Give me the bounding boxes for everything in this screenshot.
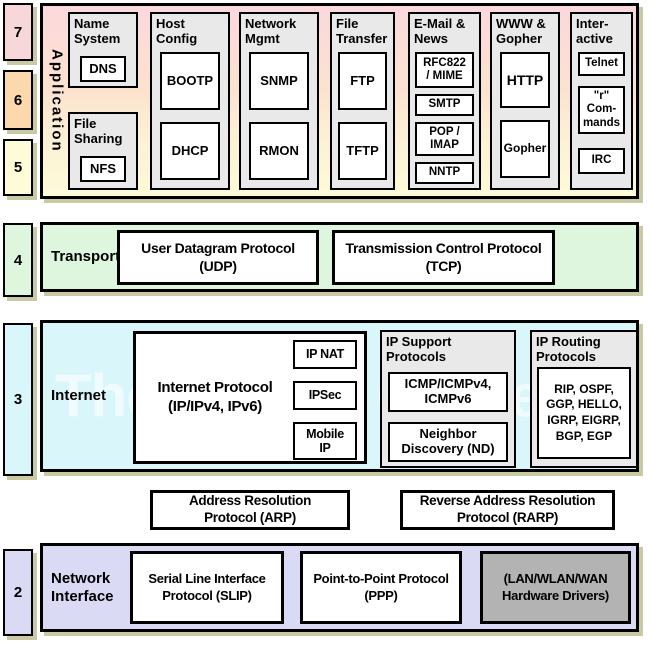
application-layer-band: Application Name System DNS File Sharing… bbox=[40, 3, 639, 199]
protocol-telnet: Telnet bbox=[578, 52, 625, 76]
protocol-tcp: Transmission Control Protocol (TCP) bbox=[332, 230, 555, 285]
protocol-ipsec: IPSec bbox=[293, 381, 357, 410]
group-interactive-title: Inter- active bbox=[576, 16, 613, 46]
internet-layer-label: Internet bbox=[51, 387, 107, 405]
protocol-bootp: BOOTP bbox=[160, 52, 220, 110]
protocol-ip-nat: IP NAT bbox=[293, 340, 357, 369]
protocol-dhcp: DHCP bbox=[160, 122, 220, 180]
group-file-sharing: File Sharing NFS bbox=[68, 112, 138, 190]
protocol-ftp: FTP bbox=[338, 52, 387, 110]
group-network-mgmt-title: Network Mgmt bbox=[245, 16, 297, 46]
group-name-system: Name System DNS bbox=[68, 12, 138, 88]
protocol-routing-list: RIP, OSPF, GGP, HELLO, IGRP, EIGRP, BGP,… bbox=[537, 367, 631, 459]
group-ip-routing-title: IP Routing Protocols bbox=[536, 334, 601, 364]
protocol-udp: User Datagram Protocol (UDP) bbox=[117, 230, 319, 285]
protocol-pop-imap: POP / IMAP bbox=[415, 122, 474, 156]
protocol-ppp: Point-to-Point Protocol (PPP) bbox=[300, 551, 462, 624]
protocol-neighbor-discovery: Neighbor Discovery (ND) bbox=[388, 422, 508, 462]
group-email-news-title: E-Mail & News bbox=[414, 16, 466, 46]
group-file-transfer: File Transfer FTP TFTP bbox=[330, 12, 395, 190]
protocol-smtp: SMTP bbox=[415, 94, 474, 116]
internet-layer-band: The TCP/IP Guide Internet Internet Proto… bbox=[40, 320, 639, 472]
protocol-ip-box: Internet Protocol (IP/IPv4, IPv6) IP NAT… bbox=[133, 331, 367, 464]
protocol-snmp: SNMP bbox=[249, 52, 309, 110]
group-email-news: E-Mail & News RFC822 / MIME SMTP POP / I… bbox=[408, 12, 481, 190]
protocol-arp: Address Resolution Protocol (ARP) bbox=[150, 490, 350, 530]
group-www-gopher-title: WWW & Gopher bbox=[496, 16, 546, 46]
protocol-mobile-ip: Mobile IP bbox=[293, 422, 357, 460]
layer-7-badge: 7 bbox=[3, 3, 33, 61]
group-interactive: Inter- active Telnet "r" Com- mands IRC bbox=[570, 12, 633, 190]
group-file-sharing-title: File Sharing bbox=[74, 116, 123, 146]
group-host-config-title: Host Config bbox=[156, 16, 198, 46]
layer-2-badge: 2 bbox=[3, 549, 33, 636]
protocol-rmon: RMON bbox=[249, 122, 309, 180]
protocol-slip: Serial Line Interface Protocol (SLIP) bbox=[130, 551, 284, 624]
protocol-irc: IRC bbox=[578, 148, 625, 174]
transport-layer-label: Transport bbox=[51, 248, 121, 266]
hardware-drivers-box: (LAN/WLAN/WAN Hardware Drivers) bbox=[480, 551, 631, 624]
group-name-system-title: Name System bbox=[74, 16, 121, 46]
protocol-nntp: NNTP bbox=[415, 162, 474, 184]
protocol-nfs: NFS bbox=[80, 156, 126, 182]
protocol-gopher: Gopher bbox=[500, 120, 550, 178]
group-ip-support-protocols: IP Support Protocols ICMP/ICMPv4, ICMPv6… bbox=[380, 330, 516, 468]
group-network-mgmt: Network Mgmt SNMP RMON bbox=[239, 12, 319, 190]
network-interface-layer-label: Network Interface bbox=[51, 570, 114, 605]
layer-3-badge: 3 bbox=[3, 323, 33, 476]
protocol-r-commands: "r" Com- mands bbox=[578, 86, 625, 134]
group-www-gopher: WWW & Gopher HTTP Gopher bbox=[490, 12, 560, 190]
layer-6-badge: 6 bbox=[3, 70, 33, 130]
protocol-icmp: ICMP/ICMPv4, ICMPv6 bbox=[388, 372, 508, 412]
protocol-rarp: Reverse Address Resolution Protocol (RAR… bbox=[400, 490, 615, 530]
layer-4-badge: 4 bbox=[3, 223, 33, 297]
group-host-config: Host Config BOOTP DHCP bbox=[150, 12, 230, 190]
protocol-ip-label: Internet Protocol (IP/IPv4, IPv6) bbox=[157, 378, 273, 415]
protocol-dns: DNS bbox=[80, 56, 126, 82]
protocol-http: HTTP bbox=[500, 52, 550, 108]
application-layer-label: Application bbox=[48, 49, 66, 153]
network-interface-layer-band: Network Interface Serial Line Interface … bbox=[40, 543, 639, 632]
transport-layer-band: Transport User Datagram Protocol (UDP) T… bbox=[40, 222, 639, 292]
group-ip-support-title: IP Support Protocols bbox=[386, 334, 452, 364]
group-ip-routing-protocols: IP Routing Protocols RIP, OSPF, GGP, HEL… bbox=[530, 330, 636, 468]
layer-5-badge: 5 bbox=[3, 139, 33, 196]
protocol-rfc822-mime: RFC822 / MIME bbox=[415, 52, 474, 88]
group-file-transfer-title: File Transfer bbox=[336, 16, 388, 46]
protocol-tftp: TFTP bbox=[338, 122, 387, 180]
